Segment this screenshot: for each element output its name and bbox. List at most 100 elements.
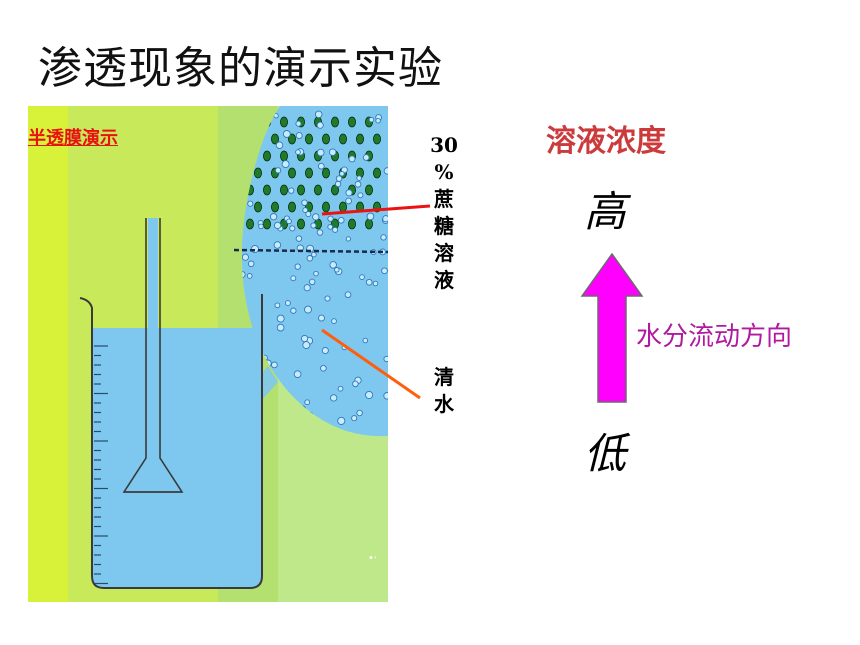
water-molecule (337, 216, 345, 224)
sugar-molecule (313, 184, 322, 196)
water-molecule (247, 200, 254, 207)
slide-title: 渗透现象的演示实验 (38, 43, 443, 94)
water-molecule (258, 223, 264, 230)
sugar-molecule (253, 201, 262, 213)
water-molecule (294, 263, 301, 270)
water-molecule (246, 273, 253, 279)
water-molecule (356, 175, 362, 181)
sugar-molecule (296, 218, 305, 230)
sugar-molecule (287, 133, 296, 145)
water-molecule (366, 212, 375, 221)
water-molecule (344, 291, 352, 299)
water-molecule (282, 130, 291, 138)
background-band (28, 106, 68, 602)
sucrose-label: 30%蔗糖溶液 (428, 132, 460, 294)
sucrose-label-char: 溶 (434, 241, 454, 265)
water-molecule (316, 148, 325, 157)
water-molecule (329, 261, 337, 269)
sugar-molecule (372, 167, 381, 179)
water-molecule (332, 226, 339, 233)
water-label-char: 水 (434, 392, 454, 416)
water-molecule (295, 132, 303, 140)
water-molecule (324, 295, 331, 302)
water-molecule (372, 280, 379, 287)
sugar-molecule (330, 184, 339, 196)
water-molecule (293, 370, 302, 379)
water-molecule (357, 192, 364, 199)
sugar-molecule (364, 184, 373, 196)
sugar-molecule (262, 184, 271, 196)
osmosis-diagram: •· (28, 106, 388, 602)
water-molecule (327, 224, 334, 230)
water-molecule (290, 307, 297, 314)
sugar-molecule (321, 133, 330, 145)
water-molecule (290, 275, 297, 282)
water-molecule (337, 385, 344, 392)
water-molecule (305, 211, 312, 218)
water-molecule (328, 148, 337, 156)
up-arrow-icon (580, 252, 644, 403)
water-molecule (311, 251, 317, 258)
water-label-char: 清 (434, 365, 454, 389)
water-molecule (302, 207, 309, 213)
water-molecule (337, 416, 346, 425)
water-molecule (273, 241, 282, 249)
sugar-molecule (347, 116, 356, 128)
water-molecule (359, 274, 365, 280)
water-molecule (351, 415, 358, 422)
sugar-molecule (279, 116, 288, 128)
water-molecule (380, 234, 387, 241)
osmosis-figure: •· 半透膜演示 (28, 106, 388, 602)
sugar-molecule (287, 201, 296, 213)
water-molecule (339, 170, 345, 177)
water-molecule (321, 346, 329, 355)
water-molecule (383, 392, 388, 400)
sugar-molecule (270, 133, 279, 145)
water-molecule (271, 361, 278, 369)
sugar-molecule (338, 133, 347, 145)
sugar-molecule (330, 116, 339, 128)
water-pointer (321, 328, 421, 400)
water-molecule (345, 189, 353, 197)
sugar-molecule (347, 218, 356, 230)
sucrose-label-char: 30 (430, 133, 458, 157)
water-molecule (288, 187, 295, 194)
water-molecule (302, 341, 311, 350)
concentration-title: 溶液浓度 (546, 124, 666, 159)
water-molecule (354, 180, 362, 188)
water-molecule (289, 225, 296, 232)
water-molecule (365, 278, 373, 286)
sucrose-pointer (321, 204, 431, 216)
water-molecule (286, 218, 292, 225)
high-label: 高 (584, 187, 627, 236)
water-molecule (274, 302, 281, 309)
water-molecule (382, 215, 388, 223)
water-molecule (316, 121, 324, 129)
water-molecule (247, 260, 255, 268)
water-molecule (345, 236, 352, 242)
water-molecule (375, 117, 381, 124)
water-molecule (269, 213, 278, 221)
water-molecule (352, 380, 359, 388)
sugar-molecule (270, 201, 279, 213)
sucrose-label-char: 蔗 (434, 187, 454, 211)
water-molecule (331, 318, 337, 324)
water-molecule (276, 314, 285, 323)
water-molecule (275, 141, 284, 149)
water-molecule (327, 215, 334, 222)
water-molecule (368, 116, 375, 123)
sugar-molecule (296, 184, 305, 196)
sugar-molecule (279, 184, 288, 196)
water-molecule (284, 300, 291, 307)
water-molecule (308, 278, 316, 286)
water-molecule (295, 149, 301, 155)
water-molecule (313, 270, 319, 277)
water-molecule (303, 284, 311, 292)
water-molecule (320, 364, 327, 372)
flow-direction-label: 水分流动方向 (636, 322, 793, 352)
water-molecule (383, 167, 388, 175)
sugar-molecule (253, 167, 262, 179)
beaker-scale (94, 345, 108, 585)
sugar-molecule (304, 167, 313, 179)
water-molecule (317, 162, 325, 170)
